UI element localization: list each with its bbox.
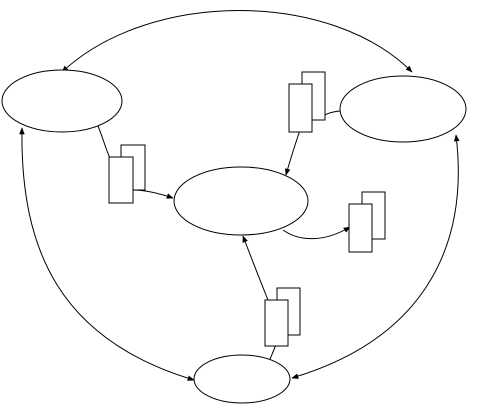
document-stack-top-right — [288, 71, 326, 133]
connector-center-docright — [282, 226, 351, 240]
node-top-left — [1, 69, 123, 133]
document-stack-right — [348, 191, 386, 253]
node-center — [173, 166, 309, 236]
connector-doc-center-2 — [284, 129, 301, 176]
connector-topleft-doc — [97, 125, 111, 159]
arc-left-edge — [19, 127, 195, 381]
node-bottom — [193, 354, 291, 404]
arc-right-edge — [291, 134, 460, 379]
document-stack-left — [108, 144, 146, 204]
connector-doc-center — [132, 189, 174, 199]
arc-top-edge — [61, 10, 413, 73]
connector-doc-center-3 — [242, 235, 269, 301]
node-top-right — [339, 75, 467, 143]
document-stack-bottom — [264, 287, 301, 347]
